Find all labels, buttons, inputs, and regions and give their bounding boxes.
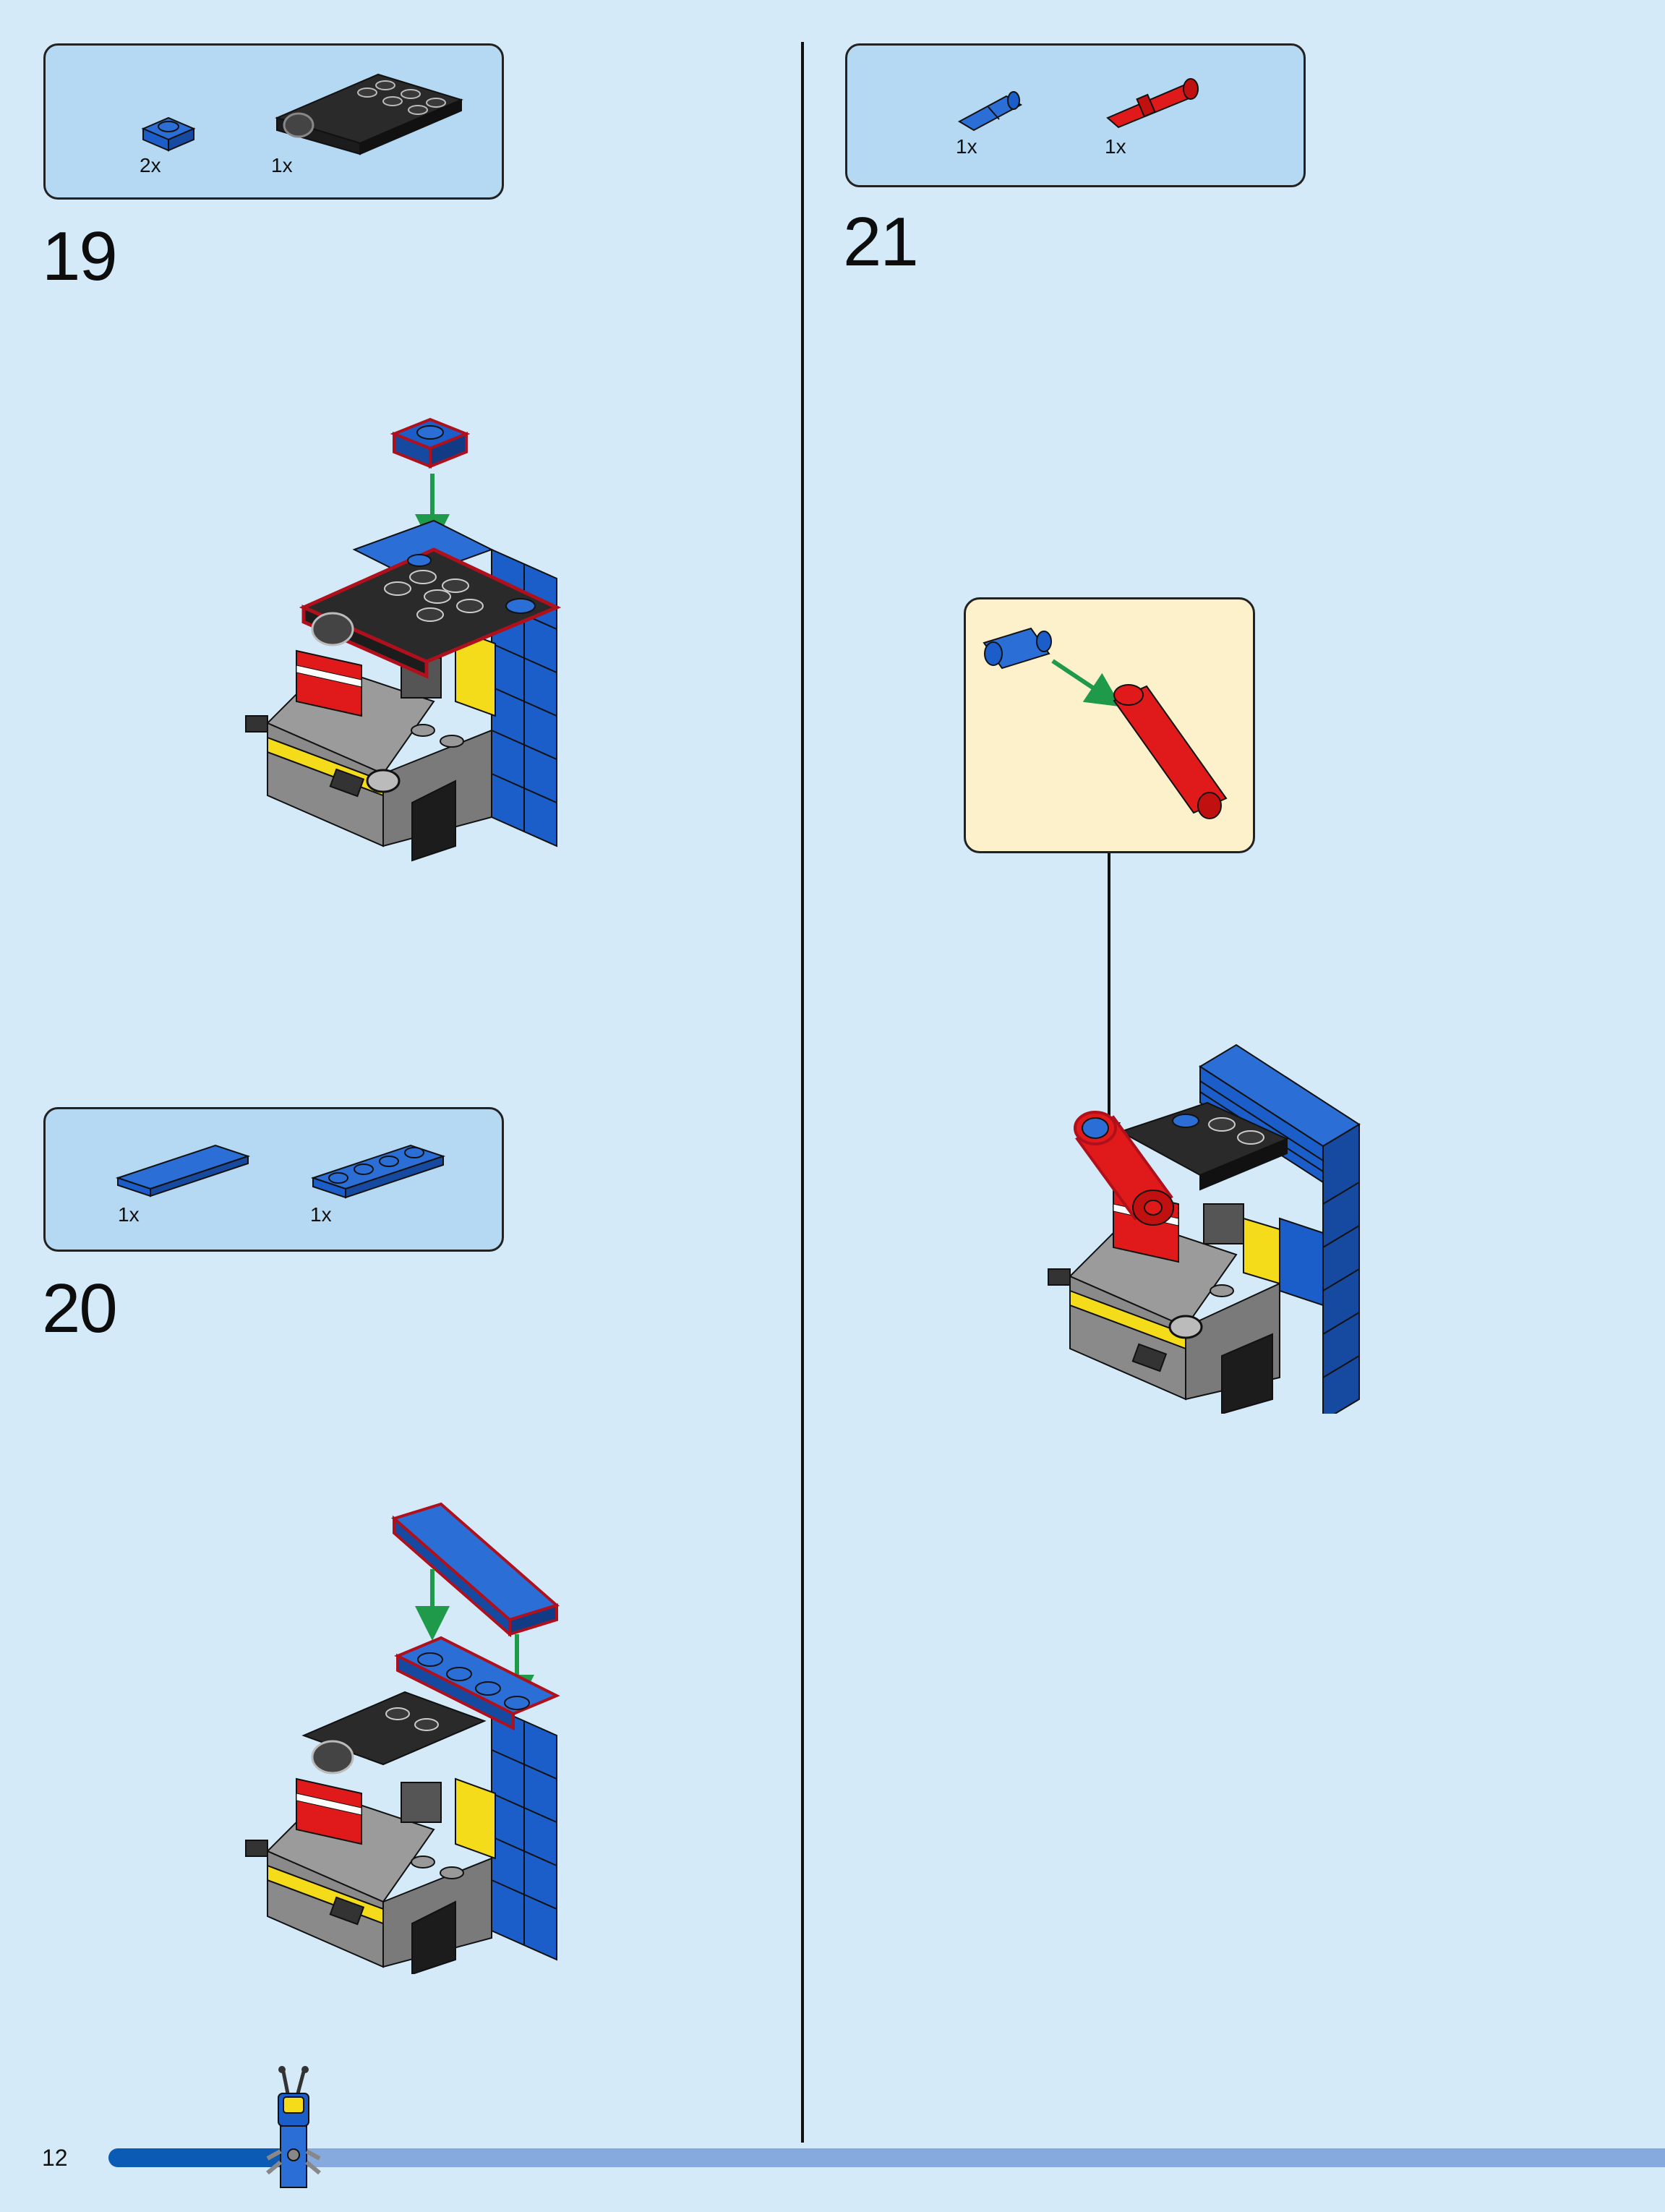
red-technic-pin-icon bbox=[1106, 78, 1199, 129]
step-21-subassembly-callout bbox=[964, 597, 1255, 853]
blue-technic-axle-pin-icon bbox=[957, 91, 1023, 132]
step-20-part-2-qty: 1x bbox=[310, 1203, 332, 1226]
step-20-part-1-qty: 1x bbox=[118, 1203, 140, 1226]
step-21-number: 21 bbox=[843, 203, 919, 281]
blue-tile-1x4-icon bbox=[115, 1144, 251, 1197]
robot-mascot-icon bbox=[266, 2066, 321, 2188]
step-19-parts-callout: 2x 1x bbox=[43, 43, 504, 200]
step-19-part-2-qty: 1x bbox=[271, 154, 293, 176]
pin-assembly-diagram bbox=[983, 627, 1228, 819]
blue-plate-1x4-icon bbox=[310, 1144, 446, 1199]
step-21-part-1-qty: 1x bbox=[956, 135, 977, 158]
blue-plate-1x1-icon bbox=[141, 116, 196, 152]
step-19-number: 19 bbox=[42, 218, 118, 295]
step-21-parts-callout: 1x 1x bbox=[845, 43, 1306, 187]
progress-bar-fill bbox=[108, 2148, 289, 2167]
step-20-model bbox=[245, 1502, 560, 1974]
subassembly-pointer-arrow bbox=[1097, 853, 1121, 1145]
step-19-model bbox=[245, 417, 562, 862]
step-19-part-1-qty: 2x bbox=[140, 154, 161, 176]
step-21-part-2-qty: 1x bbox=[1105, 135, 1126, 158]
step-21-model bbox=[1048, 1043, 1361, 1414]
step-20-number: 20 bbox=[42, 1270, 118, 1347]
column-divider bbox=[801, 42, 804, 2143]
black-curved-plate-icon bbox=[275, 73, 463, 155]
progress-bar-track bbox=[275, 2148, 1665, 2167]
step-20-parts-callout: 1x 1x bbox=[43, 1107, 504, 1252]
page-number: 12 bbox=[42, 2145, 68, 2171]
